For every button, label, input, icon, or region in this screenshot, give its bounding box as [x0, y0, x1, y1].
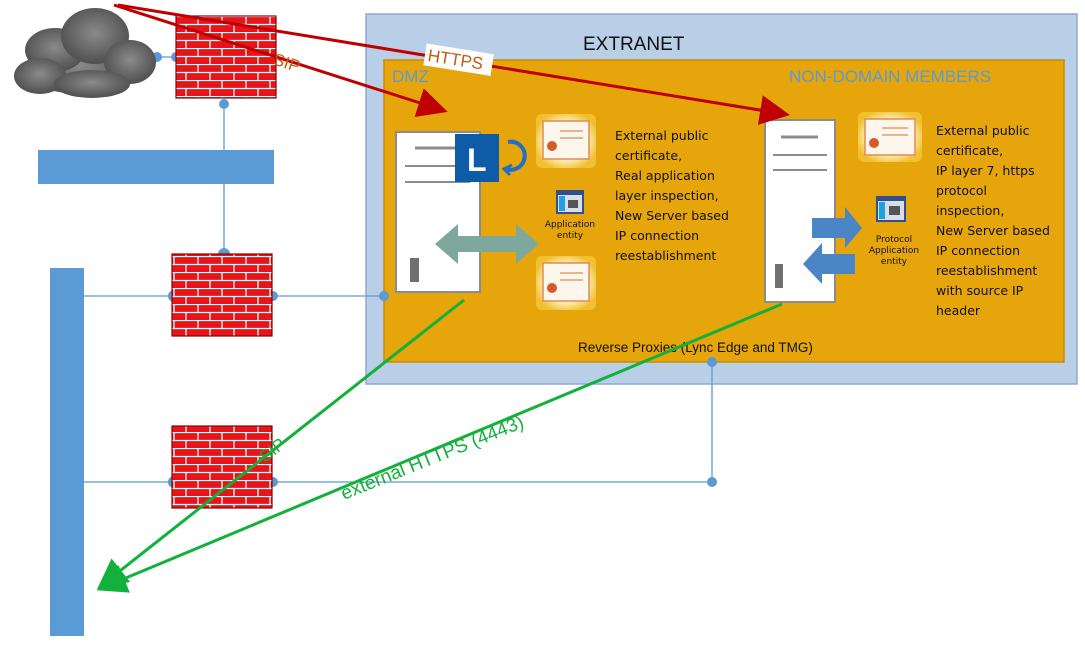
dmz-zone	[383, 59, 1065, 363]
internet-network-bar	[38, 150, 274, 184]
green-arrows	[96, 298, 783, 593]
lync-edge-description: External public certificate, Real applic…	[615, 128, 729, 263]
application-entity-label: Application entity	[544, 220, 596, 241]
protocol-application-entity-icon	[876, 196, 906, 222]
protocol-application-entity-label: Protocol Application entity	[868, 235, 920, 267]
exchange-arrows-icon	[803, 207, 862, 284]
firewall-icon-bottom	[171, 425, 273, 509]
reverse-proxies-label: Reverse Proxies (Lync Edge and TMG)	[578, 340, 813, 355]
certificate-icon-1	[536, 114, 596, 168]
external-https-label: external HTTPS (4443)	[338, 412, 527, 505]
tmg-server-icon	[764, 119, 836, 303]
internet-cloud-icon	[14, 8, 156, 98]
bidirectional-arrow-icon	[435, 224, 539, 264]
lync-edge-server-icon	[395, 131, 481, 293]
svg-text:L: L	[467, 142, 487, 178]
internal-network-bar	[50, 268, 84, 636]
firewall-icon-middle	[171, 253, 273, 337]
application-entity-icon	[556, 190, 584, 214]
extranet-title: EXTRANET	[583, 34, 685, 55]
certificate-icon-2	[536, 256, 596, 310]
certificate-icon-3	[858, 112, 922, 162]
dmz-title: DMZ	[392, 67, 429, 86]
lync-logo-icon: L	[455, 134, 527, 182]
tmg-description: External public certificate, IP layer 7,…	[936, 123, 1050, 318]
non-domain-members-title: NON-DOMAIN MEMBERS	[789, 67, 991, 86]
